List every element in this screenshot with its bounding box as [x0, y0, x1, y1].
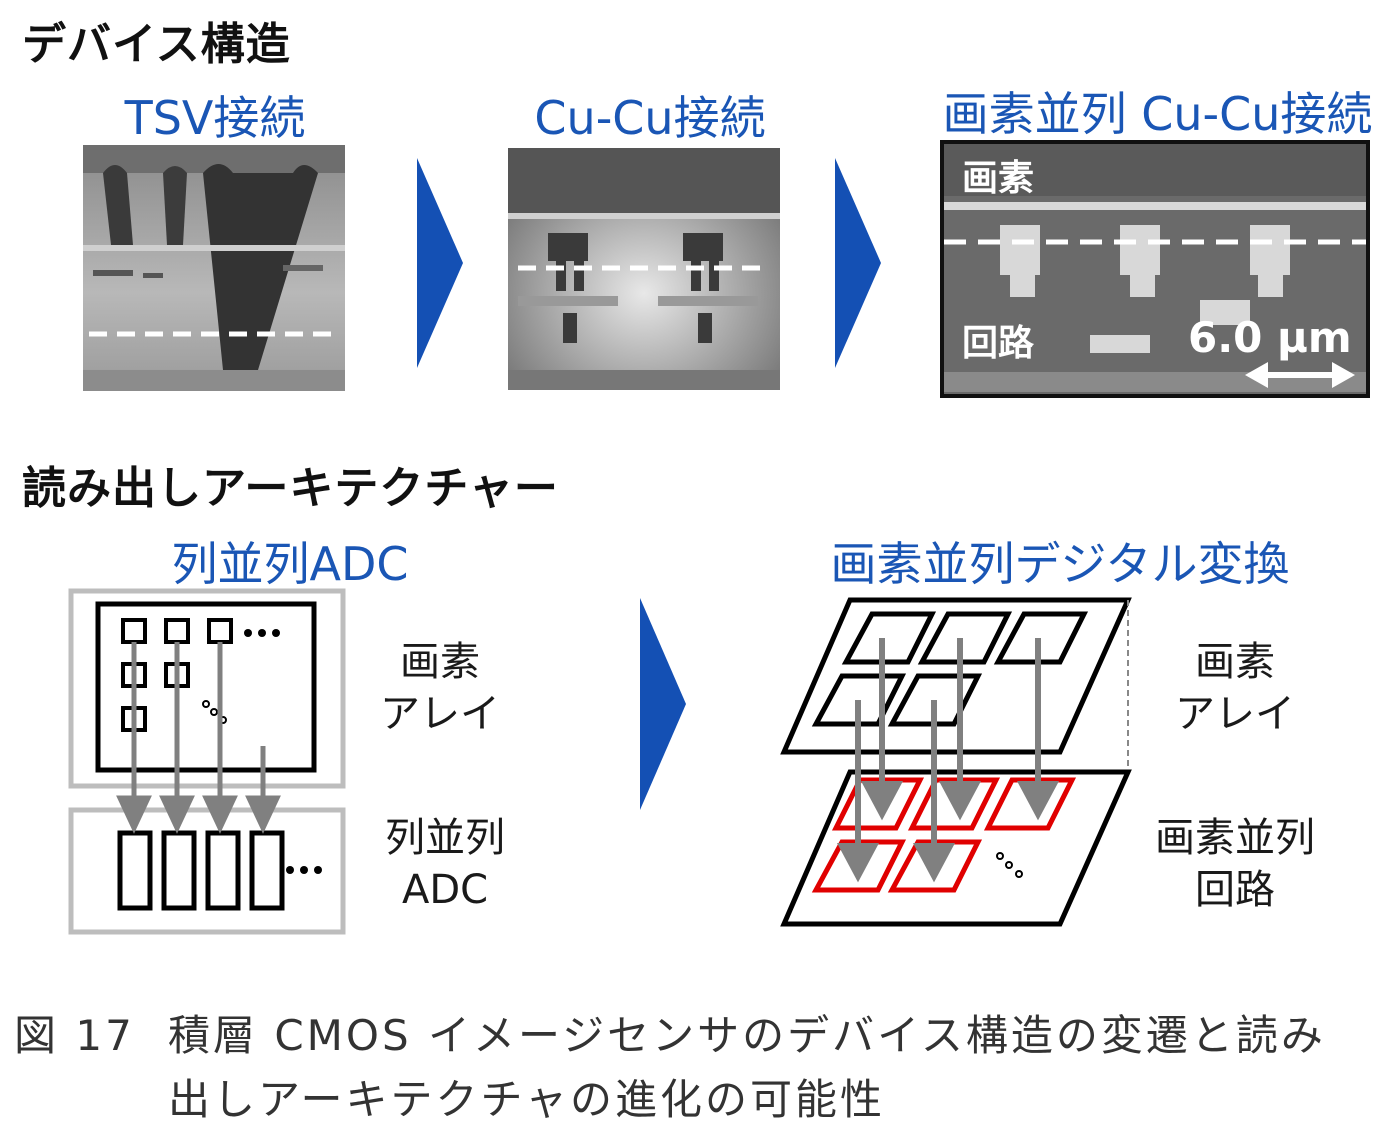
tsv-cross-section-image: [83, 145, 345, 391]
right-pixel-array-label: 画素 アレイ: [1175, 639, 1295, 737]
column-parallel-adc-title: 列並列ADC: [171, 537, 409, 591]
readout-architecture-heading: 読み出しアーキテクチャー: [22, 463, 559, 514]
cucu-stage-label: Cu-Cu接続: [534, 91, 766, 145]
caption-line-1: 積層 CMOS イメージセンサのデバイス構造の変遷と読み: [168, 1011, 1326, 1060]
scale-bar-label: 6.0 μm: [1188, 313, 1352, 362]
cucu-cross-section-image: [508, 148, 780, 390]
pixel-array-plane: [780, 597, 1132, 755]
figure-number: 図 17: [14, 1011, 135, 1060]
adc-outer-box: [68, 807, 346, 935]
photo-pixel-label: 画素: [962, 158, 1034, 199]
pixel-parallel-cucu-stage-label: 画素並列 Cu-Cu接続: [942, 87, 1373, 141]
readout-arrow-icon: [640, 598, 686, 810]
pixel-array-box: [95, 601, 317, 773]
pixel-parallel-conversion-title: 画素並列デジタル変換: [830, 537, 1290, 591]
left-pixel-array-label: 画素 アレイ: [380, 639, 500, 737]
column-parallel-adc-diagram: [68, 588, 346, 935]
pixel-parallel-diagram: [780, 597, 1132, 927]
stage-arrow-2-icon: [835, 158, 881, 368]
caption-line-2: 出しアーキテクチャの進化の可能性: [168, 1075, 886, 1124]
device-structure-heading: デバイス構造: [22, 19, 291, 70]
stage-arrow-1-icon: [417, 158, 463, 368]
pixel-parallel-cucu-image: 画素 回路 6.0 μm: [940, 140, 1370, 398]
right-circuit-label: 画素並列 回路: [1155, 815, 1315, 913]
scale-bar-icon: [1245, 362, 1355, 388]
tsv-stage-label: TSV接続: [124, 91, 306, 145]
pixel-array-outer-box: [68, 588, 346, 789]
photo-circuit-label: 回路: [962, 323, 1035, 364]
left-adc-label: 列並列 ADC: [385, 815, 505, 913]
